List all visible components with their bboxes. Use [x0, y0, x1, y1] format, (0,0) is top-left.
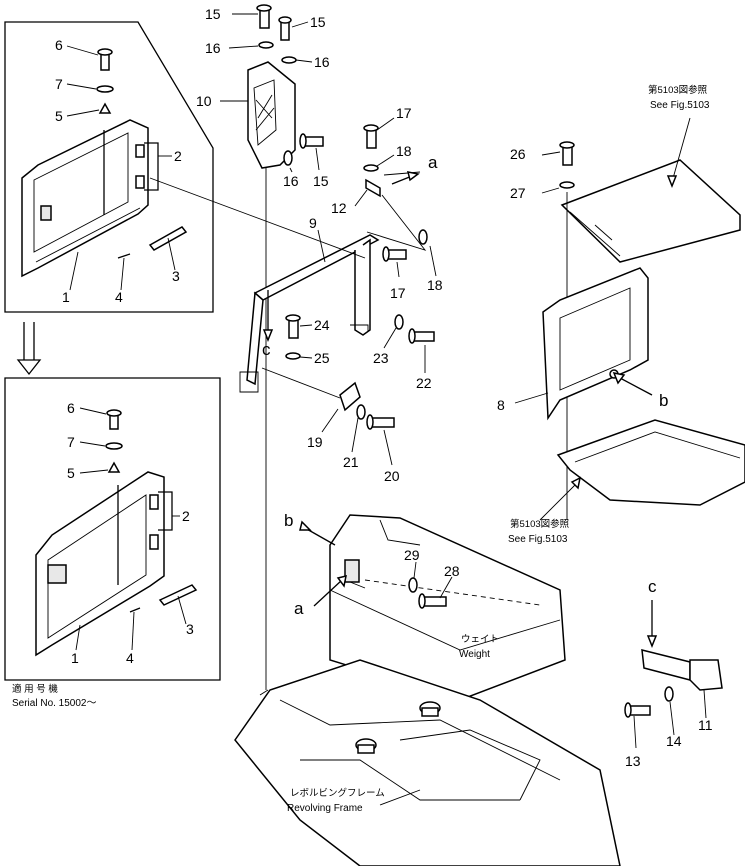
callout-2: 2 [182, 508, 190, 524]
see-fig-note-top-jp: 第5103図参照 [648, 84, 708, 96]
callout-20: 20 [384, 468, 400, 484]
callout-9: 9 [309, 215, 317, 231]
serial-label-jp: 適 用 号 機 [12, 683, 58, 695]
right-assembly [514, 117, 745, 749]
callout-10: 10 [196, 93, 212, 109]
callout-28: 28 [444, 563, 460, 579]
revolving-frame-label-en: Revolving Frame [287, 803, 363, 814]
callout-26: 26 [510, 146, 526, 162]
ref-letter-c: c [648, 577, 657, 596]
callout-17: 17 [390, 285, 406, 301]
ref-letter-b: b [284, 511, 293, 530]
serial-label-en: Serial No. 15002～ [12, 698, 97, 709]
callout-18: 18 [396, 143, 412, 159]
callout-5: 5 [55, 108, 63, 124]
weight-label-jp: ウェイト [461, 634, 499, 645]
callout-8: 8 [497, 397, 505, 413]
callout-5: 5 [67, 465, 75, 481]
callout-23: 23 [373, 350, 389, 366]
callout-6: 6 [55, 37, 63, 53]
callout-25: 25 [314, 350, 330, 366]
see-fig-note-top-en: See Fig.5103 [650, 100, 710, 111]
callout-24: 24 [314, 317, 330, 333]
detail-panel-top [4, 21, 214, 313]
callout-7: 7 [55, 76, 63, 92]
ref-letter-a: a [428, 153, 438, 172]
callout-15: 15 [205, 6, 221, 22]
callout-13: 13 [625, 753, 641, 769]
callout-12: 12 [331, 200, 347, 216]
callout-1: 1 [62, 289, 70, 305]
callout-18: 18 [427, 277, 443, 293]
detail-panel-bottom [4, 377, 221, 681]
callout-17: 17 [396, 105, 412, 121]
callout-4: 4 [126, 650, 134, 666]
notes: 第5103図参照 See Fig.5103 第5103図参照 See Fig.5… [12, 84, 710, 814]
callout-3: 3 [186, 621, 194, 637]
center-assembly [149, 4, 437, 690]
weight-label-en: Weight [459, 649, 490, 660]
callout-16: 16 [283, 173, 299, 189]
callout-19: 19 [307, 434, 323, 450]
callout-7: 7 [67, 434, 75, 450]
callout-15: 15 [310, 14, 326, 30]
machine-body [234, 514, 621, 866]
callout-14: 14 [666, 733, 682, 749]
ref-letter-c: c [262, 340, 271, 359]
revolving-frame-label-jp: レボルビングフレーム [290, 787, 385, 799]
callout-27: 27 [510, 185, 526, 201]
callout-16: 16 [314, 54, 330, 70]
callout-6: 6 [67, 400, 75, 416]
callout-22: 22 [416, 375, 432, 391]
see-fig-note-mid-en: See Fig.5103 [508, 534, 568, 545]
callout-4: 4 [115, 289, 123, 305]
see-fig-note-mid-jp: 第5103図参照 [510, 518, 570, 530]
down-arrow [16, 322, 42, 376]
callout-numbers: 6 7 5 2 3 4 1 6 7 5 2 3 4 1 15 15 16 16 … [55, 6, 713, 769]
reference-letters: a c b b a c [262, 153, 668, 618]
callout-11: 11 [698, 717, 713, 733]
ref-letter-b: b [659, 391, 668, 410]
callout-16: 16 [205, 40, 221, 56]
callout-2: 2 [174, 148, 182, 164]
callout-1: 1 [71, 650, 79, 666]
ref-letter-a: a [294, 599, 304, 618]
callout-21: 21 [343, 454, 359, 470]
callout-3: 3 [172, 268, 180, 284]
callout-15: 15 [313, 173, 329, 189]
callout-29: 29 [404, 547, 420, 563]
